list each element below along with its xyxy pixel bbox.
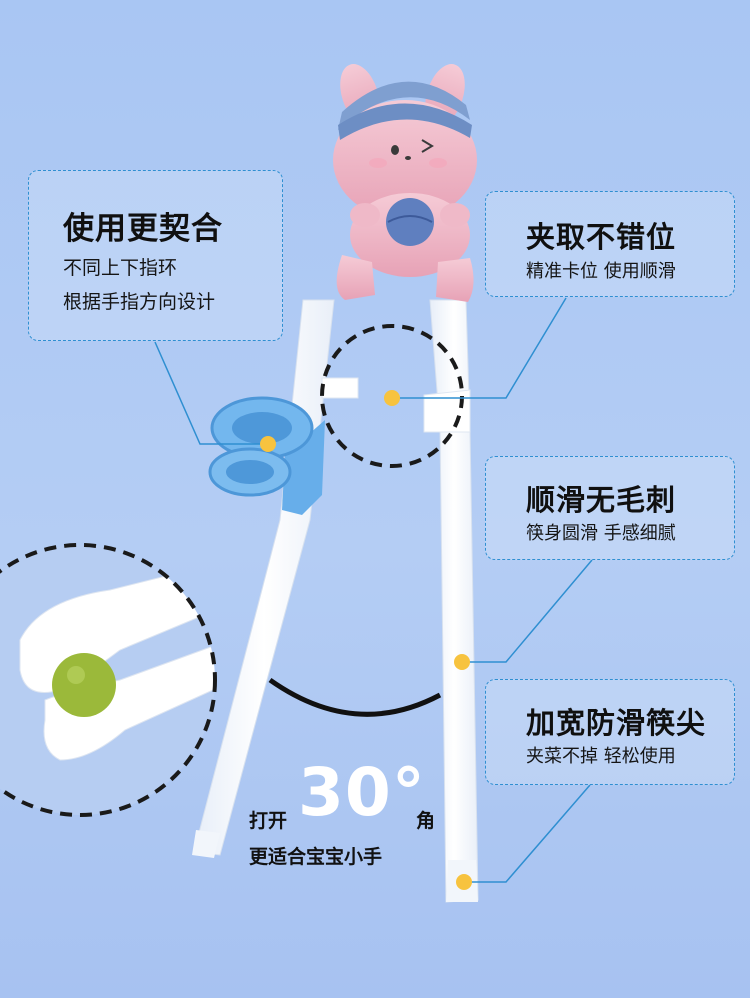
- callout-smooth-line1: 筷身圆滑 手感细腻: [526, 523, 676, 544]
- callout-fit-line1: 不同上下指环: [63, 257, 178, 279]
- marker-dot: [456, 874, 472, 890]
- callout-smooth: 顺滑无毛刺 筷身圆滑 手感细腻: [485, 456, 735, 560]
- angle-value: 30°: [298, 754, 426, 831]
- angle-arc: [268, 677, 442, 717]
- zoom-circle-connector: [320, 324, 464, 468]
- callout-fit-title: 使用更契合: [63, 211, 223, 247]
- marker-dot: [384, 390, 400, 406]
- callout-smooth-title: 顺滑无毛刺: [526, 483, 677, 517]
- callout-fit-line2: 根据手指方向设计: [63, 291, 216, 313]
- callout-tip-title: 加宽防滑筷尖: [526, 706, 707, 740]
- marker-dot: [454, 654, 470, 670]
- callout-grip: 夹取不错位 精准卡位 使用顺滑: [485, 191, 735, 297]
- marker-dot: [260, 436, 276, 452]
- callout-tip-line1: 夹菜不掉 轻松使用: [526, 746, 676, 767]
- callout-fit: 使用更契合 不同上下指环 根据手指方向设计: [28, 170, 283, 341]
- angle-prefix: 打开: [249, 810, 288, 832]
- callout-tip: 加宽防滑筷尖 夹菜不掉 轻松使用: [485, 679, 735, 785]
- connector-bridge: [321, 377, 359, 399]
- leader-lines: [154, 297, 593, 883]
- angle-subtitle: 更适合宝宝小手: [249, 846, 383, 868]
- zoom-circle-tip: [0, 543, 217, 817]
- marker-dots: [260, 390, 472, 890]
- finger-ring-icon: [208, 396, 325, 515]
- angle-suffix: 角: [416, 810, 436, 832]
- callout-grip-title: 夹取不错位: [526, 220, 677, 254]
- callout-grip-line1: 精准卡位 使用顺滑: [526, 261, 676, 282]
- rabbit-figure: [333, 64, 477, 302]
